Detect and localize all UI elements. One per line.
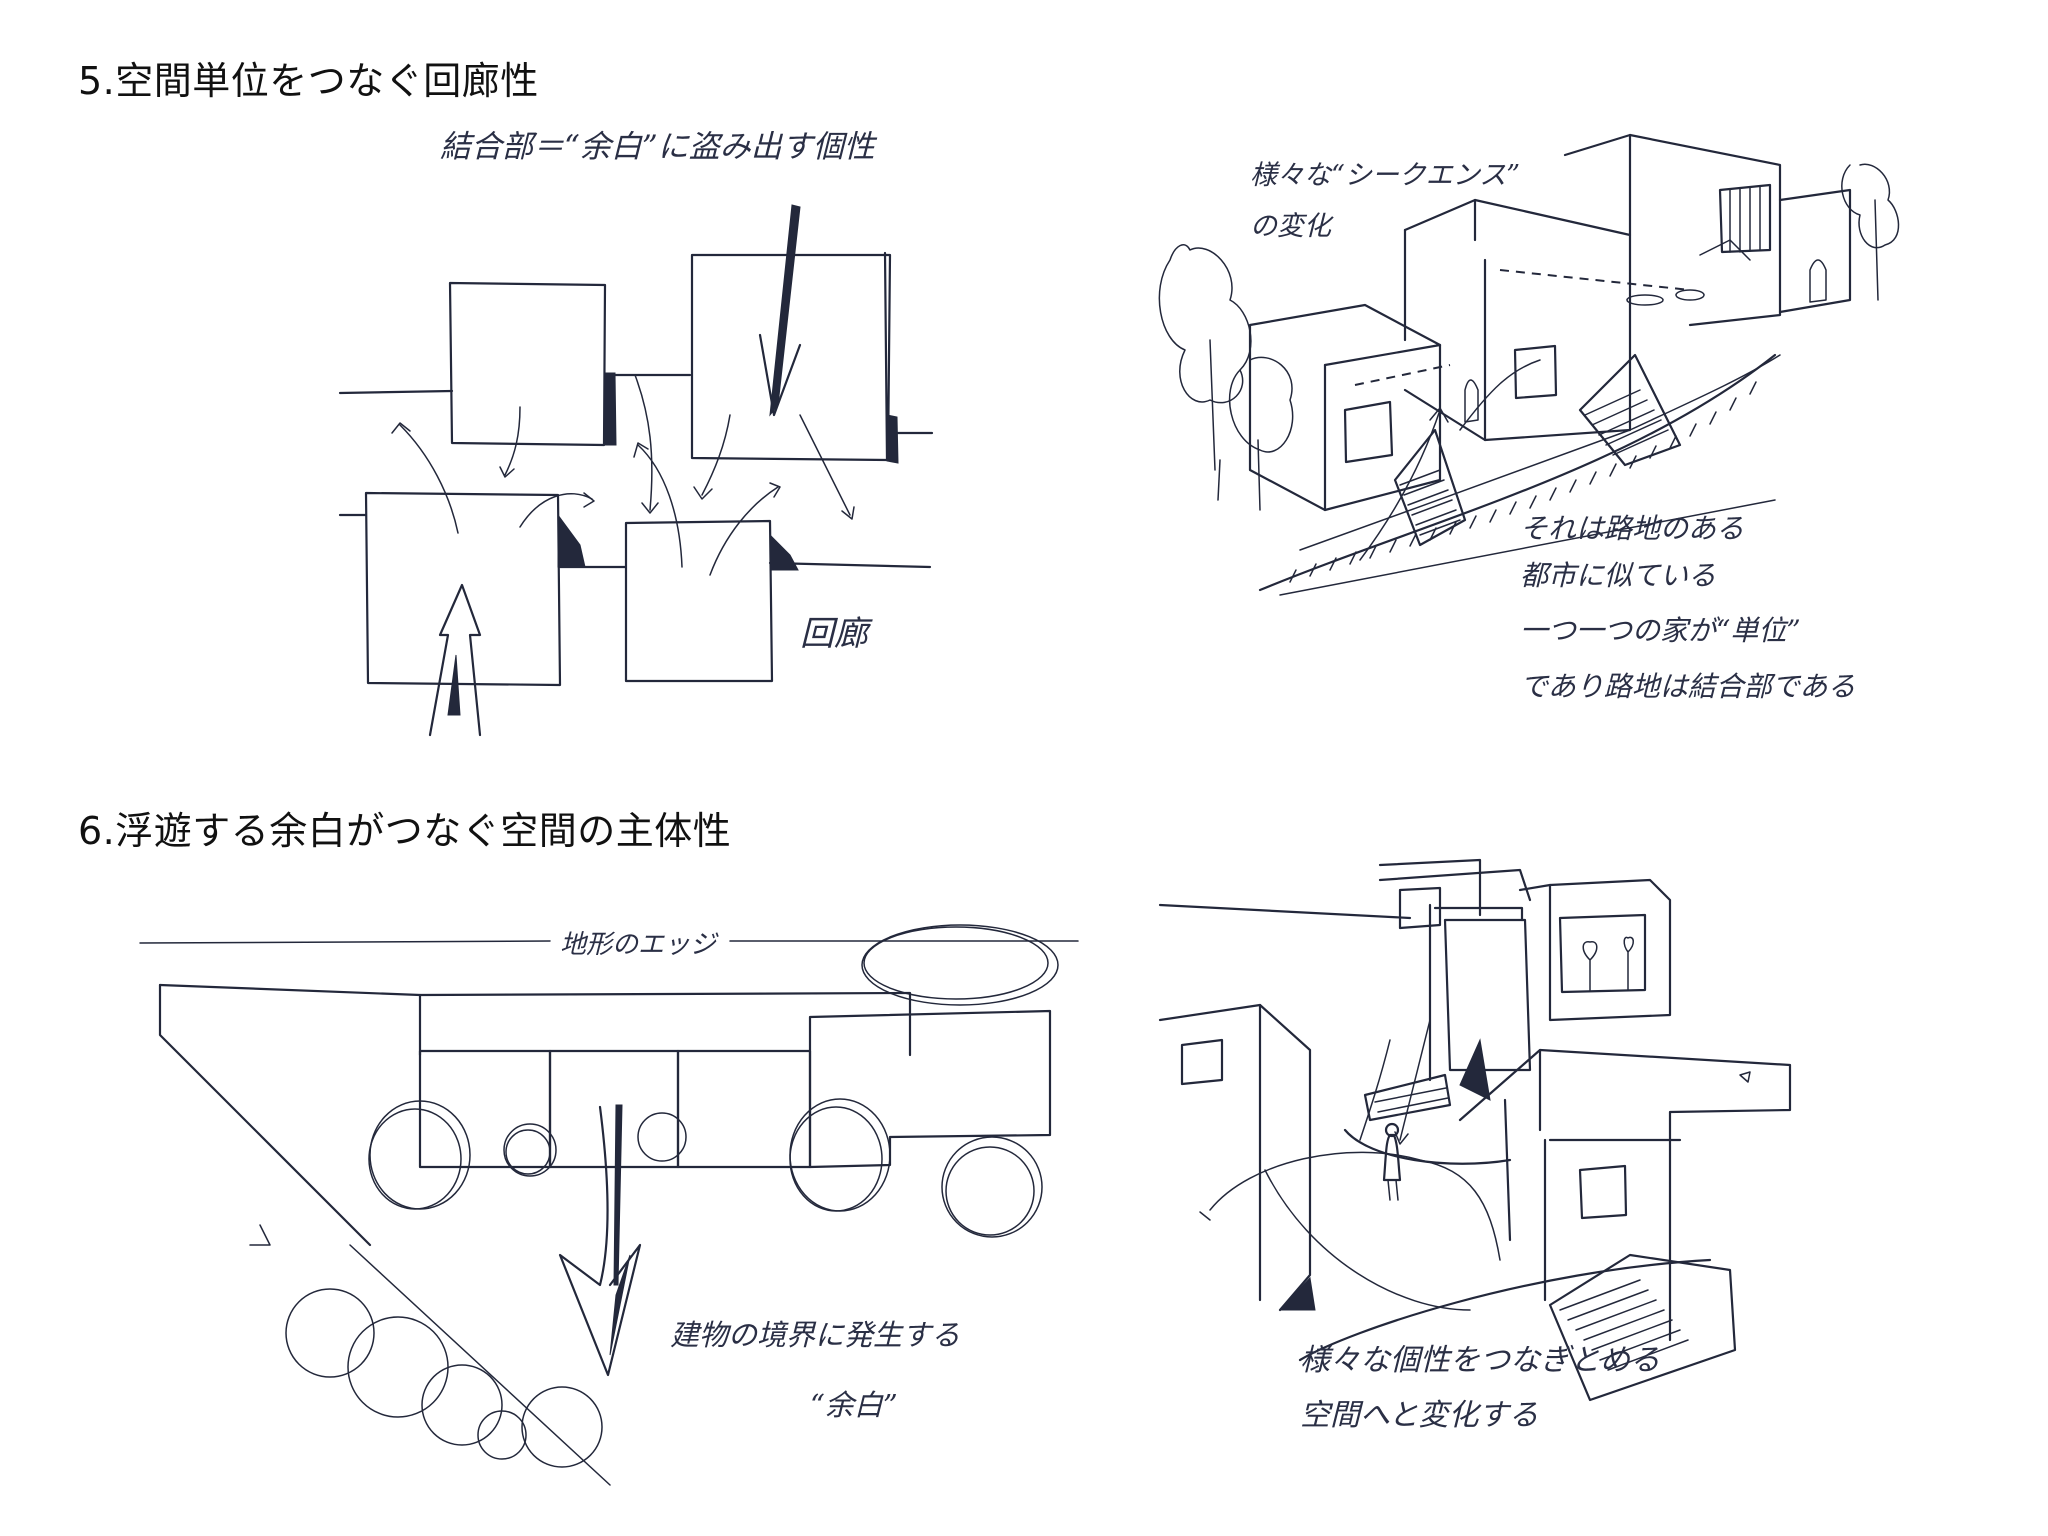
space-unit-4	[626, 521, 772, 681]
space-unit-1	[450, 283, 605, 445]
terrain-edge-label: 地形のエッジ	[560, 930, 719, 960]
window-right-building	[1580, 1166, 1626, 1218]
sketch-corridor-diagram: 結合部＝“余白”に盗み出す個性	[330, 115, 950, 755]
corridor-label: 回廊	[800, 614, 873, 654]
sequence-note-line-2: の変化	[1250, 211, 1334, 242]
window-center-house	[1515, 346, 1556, 398]
courtyard-note-line-1: 様々な個性をつなぎとめる	[1300, 1343, 1660, 1378]
section-5-title: 5.空間単位をつなぐ回廊性	[78, 50, 539, 105]
margin-note-line-1: 建物の境界に発生する	[670, 1318, 960, 1352]
courtyard-note-line-2: 空間へと変化する	[1300, 1398, 1539, 1433]
street-note-line-3: 一つ一つの家が“単位”	[1520, 614, 1801, 647]
street-note-line-2: 都市に似ている	[1520, 559, 1716, 592]
sketch-floating-margin-plan: 地形のエッジ	[130, 905, 1110, 1465]
margin-note-line-2: “余白”	[810, 1388, 898, 1422]
window-left-house	[1345, 402, 1392, 462]
human-figure	[1384, 1135, 1400, 1180]
building-box-1	[420, 1051, 550, 1167]
tree-circle-5	[522, 1387, 602, 1467]
sequence-note-line-1: 様々な“シークエンス”	[1250, 160, 1520, 191]
tree-circle-3	[422, 1365, 502, 1445]
section-6-title: 6.浮遊する余白がつなぐ空間の主体性	[78, 800, 731, 855]
building-box-2	[550, 1051, 678, 1167]
window-with-plants	[1560, 915, 1645, 992]
tree-circle-2	[348, 1317, 448, 1417]
street-note-line-1: それは路地のある	[1520, 512, 1744, 545]
sketch-a-caption: 結合部＝“余白”に盗み出す個性	[440, 129, 878, 165]
street-note-line-4: であり路地は結合部である	[1520, 670, 1855, 703]
tree-circle-4	[478, 1411, 526, 1459]
building-box-4	[810, 1011, 1050, 1167]
sketch-courtyard-perspective: 様々な個性をつなぎとめる 空間へと変化する	[1150, 840, 1950, 1460]
window-left-building	[1182, 1040, 1222, 1084]
sketch-street-perspective: 様々な“シークエンス” の変化	[1130, 140, 1930, 730]
